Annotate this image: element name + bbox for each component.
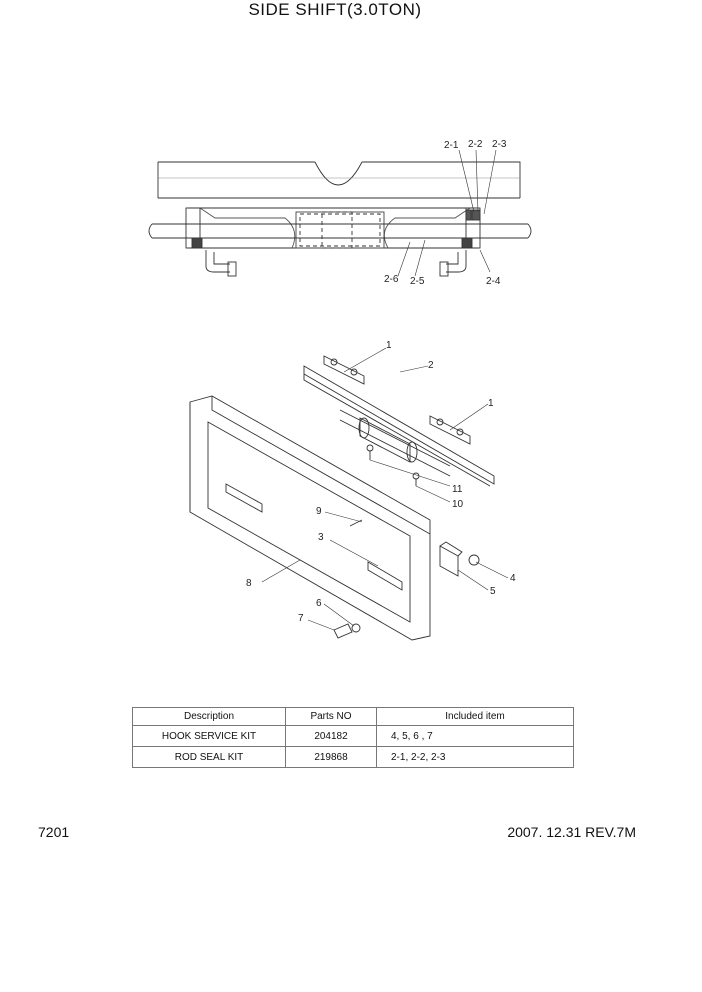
side-shift-exploded-diagram: 2-1 2-2 2-3 2-4 2-5 2-6 1 2 1 11 10 9 3 …: [148, 139, 532, 641]
callout-8: 8: [246, 578, 252, 589]
kit-description: ROD SEAL KIT: [132, 746, 286, 768]
callout-4: 4: [510, 573, 516, 584]
service-kits-table: Description Parts NO Included item HOOK …: [132, 707, 574, 768]
callout-7: 7: [298, 613, 304, 624]
page-number: 7201: [38, 824, 70, 840]
table-header-row: Description Parts NO Included item: [132, 707, 574, 726]
callout-11: 11: [452, 484, 463, 495]
kit-included-items: 2-1, 2-2, 2-3: [376, 746, 574, 768]
column-header-description: Description: [132, 707, 286, 726]
column-header-included-item: Included item: [376, 707, 574, 726]
callout-10: 10: [452, 499, 464, 510]
callout-1-top: 1: [386, 340, 392, 351]
callout-6: 6: [316, 598, 322, 609]
callout-1-right: 1: [488, 398, 494, 409]
callout-2-6: 2-6: [384, 274, 399, 285]
column-header-parts-no: Parts NO: [285, 707, 377, 726]
table-row: HOOK SERVICE KIT 204182 4, 5, 6 , 7: [132, 725, 574, 747]
side-shift-carriage-exploded: [189, 347, 509, 641]
kit-included-items: 4, 5, 6 , 7: [376, 725, 574, 747]
callout-2-1: 2-1: [444, 140, 459, 151]
callout-2: 2: [428, 360, 434, 371]
cylinder-cross-section: [148, 149, 532, 277]
callout-2-4: 2-4: [486, 276, 501, 287]
callout-2-5: 2-5: [410, 276, 425, 287]
callout-3: 3: [318, 532, 324, 543]
revision-date: 2007. 12.31 REV.7M: [507, 824, 636, 840]
kit-parts-no: 219868: [285, 746, 377, 768]
page-title: SIDE SHIFT(3.0TON): [248, 0, 422, 19]
table-row: ROD SEAL KIT 219868 2-1, 2-2, 2-3: [132, 746, 574, 768]
callout-2-3: 2-3: [492, 139, 507, 150]
kit-parts-no: 204182: [285, 725, 377, 747]
callout-9: 9: [316, 506, 322, 517]
callout-2-2: 2-2: [468, 139, 483, 150]
callout-5: 5: [490, 586, 496, 597]
kit-description: HOOK SERVICE KIT: [132, 725, 286, 747]
